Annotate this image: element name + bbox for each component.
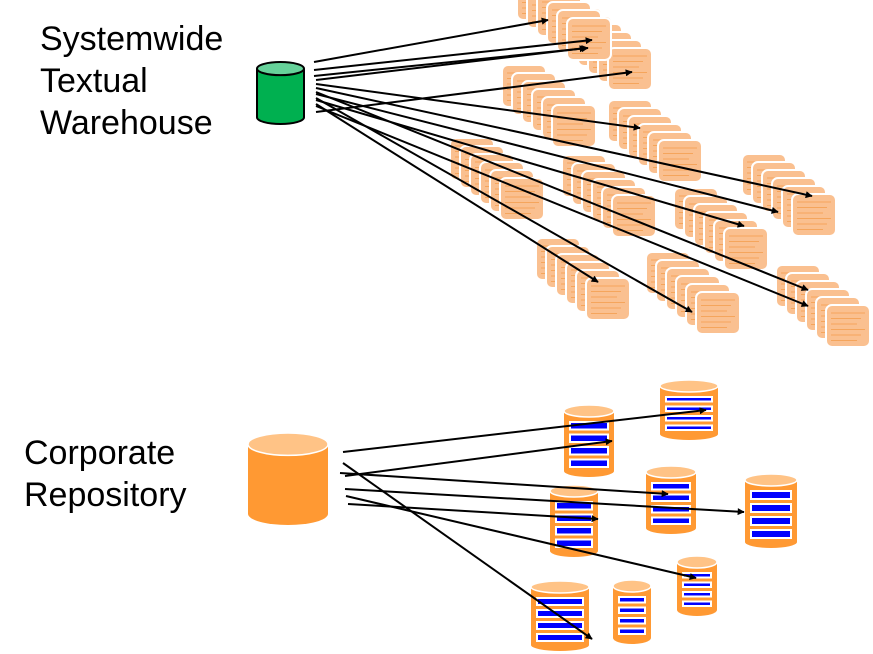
- arrows-layer: [313, 17, 813, 640]
- label-line: Systemwide: [40, 20, 224, 58]
- flow-arrow: [342, 407, 707, 453]
- data-store-icon: [659, 379, 719, 440]
- sources-layer: [247, 61, 329, 525]
- data-store-icon: [744, 473, 798, 548]
- flow-arrow: [344, 488, 745, 516]
- flow-arrow: [315, 93, 779, 214]
- warehouse-cylinder-icon: [256, 61, 305, 125]
- document-stack-icon: [645, 251, 741, 335]
- corporate-repository-cylinder-icon: [247, 432, 329, 525]
- flow-arrow: [313, 37, 593, 71]
- flow-arrow: [345, 495, 697, 580]
- flow-arrow: [315, 105, 809, 307]
- flow-arrow: [315, 97, 693, 313]
- flow-arrow: [339, 472, 669, 498]
- label-line: Repository: [24, 476, 187, 514]
- data-stores-layer: [530, 379, 798, 651]
- corporate-repository-label: Corporate Repository: [24, 432, 187, 516]
- systemwide-textual-warehouse-label: Systemwide Textual Warehouse: [40, 18, 223, 144]
- flow-arrow: [315, 103, 599, 283]
- flow-arrow: [313, 17, 549, 63]
- document-stack-icon: [775, 264, 871, 348]
- label-line: Textual: [40, 62, 148, 100]
- flow-arrow: [315, 91, 809, 291]
- flow-arrow: [344, 438, 613, 477]
- flow-arrow: [342, 462, 593, 640]
- flow-arrow: [315, 83, 641, 131]
- label-line: Warehouse: [40, 104, 213, 142]
- data-store-icon: [549, 484, 599, 557]
- flow-arrow: [315, 87, 813, 199]
- document-stacks-layer: [449, 0, 871, 348]
- document-stack-icon: [501, 64, 597, 148]
- data-store-icon: [645, 465, 697, 534]
- data-store-icon: [530, 580, 590, 651]
- document-stack-icon: [607, 99, 703, 183]
- document-stack-icon: [741, 153, 837, 237]
- flow-arrow: [315, 69, 633, 113]
- data-store-icon: [612, 579, 652, 644]
- flow-arrow: [315, 45, 587, 81]
- label-line: Corporate: [24, 434, 176, 472]
- data-store-icon: [676, 555, 718, 616]
